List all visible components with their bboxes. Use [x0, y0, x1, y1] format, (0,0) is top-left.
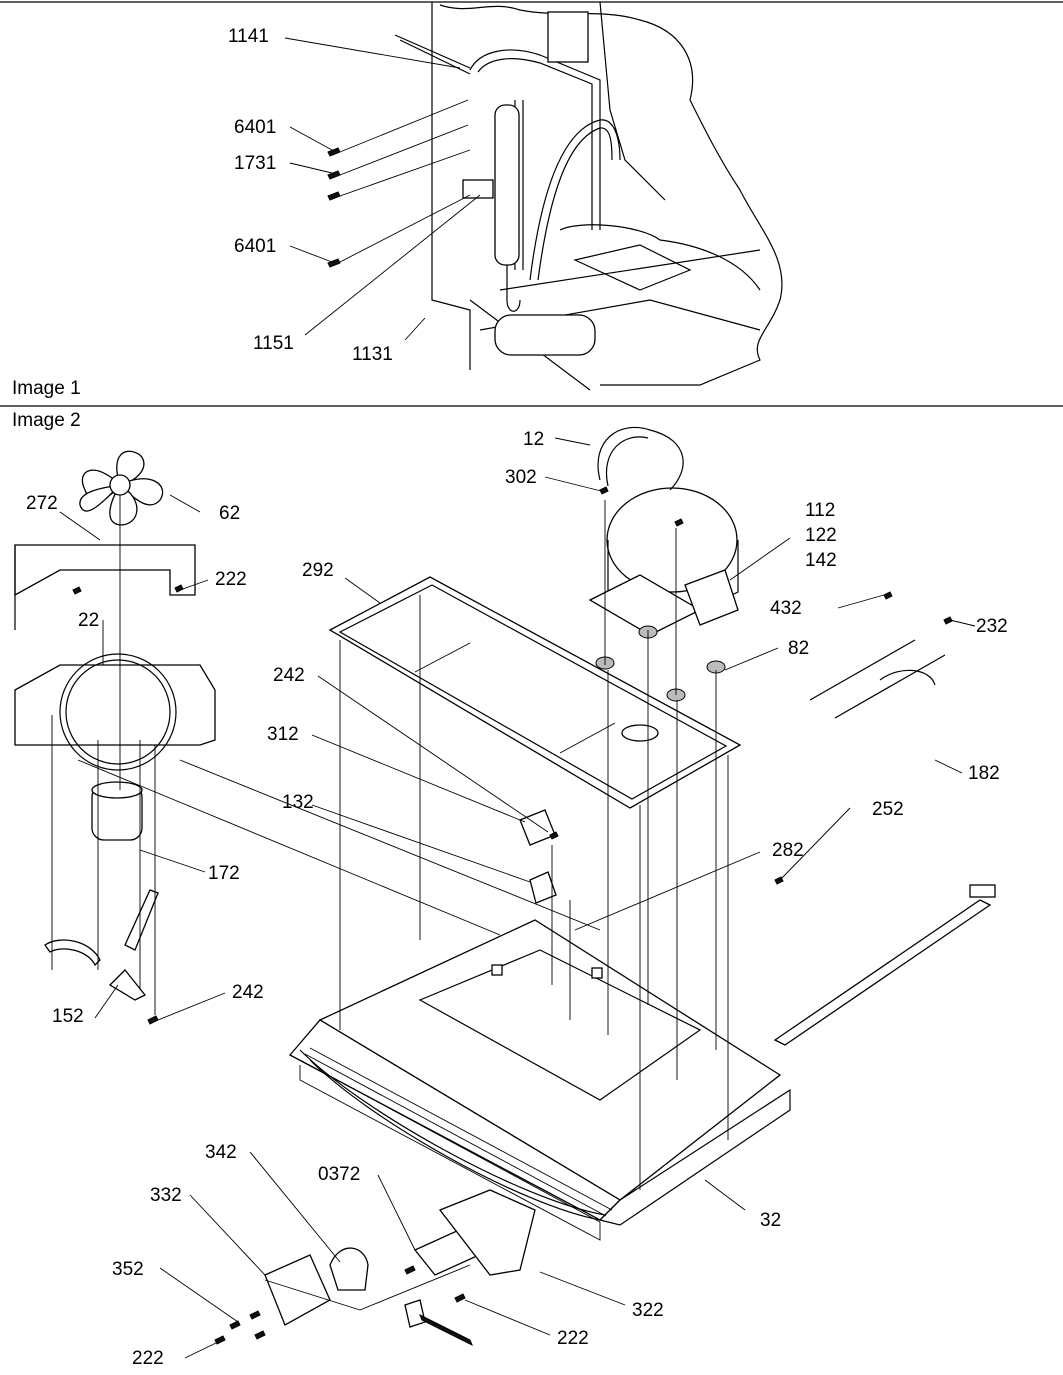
callout-322: 322: [632, 1300, 664, 1321]
callout-272: 272: [26, 493, 58, 514]
callout-312: 312: [267, 724, 299, 745]
callout-242: 242: [273, 665, 305, 686]
callout-62: 62: [219, 503, 240, 524]
panel-title-image-1: Image 1: [12, 378, 81, 399]
callout-252: 252: [872, 799, 904, 820]
condenser-coil-icon: [299, 1047, 613, 1241]
callout-1731: 1731: [234, 153, 276, 174]
screw-icon: [72, 486, 953, 1345]
callout-122: 122: [805, 525, 837, 546]
callout-1151: 1151: [253, 333, 294, 354]
callout-292: 292: [302, 560, 334, 581]
panel-title-image-2: Image 2: [12, 410, 81, 431]
callout-222-bottom: 222: [132, 1348, 164, 1369]
callout-1131: 1131: [352, 344, 393, 365]
fan-blade-icon: [79, 450, 164, 526]
callout-222: 222: [215, 569, 247, 590]
callout-22: 22: [78, 610, 99, 631]
callout-332: 332: [150, 1185, 182, 1206]
callout-432: 432: [770, 598, 802, 619]
callout-282: 282: [772, 840, 804, 861]
callout-6401: 6401: [234, 117, 276, 138]
image-2-assembly: [14, 426, 996, 1359]
callout-222-right: 222: [557, 1328, 589, 1349]
callout-302: 302: [505, 467, 537, 488]
callout-142: 142: [805, 550, 837, 571]
image-1-assembly: [0, 1, 1063, 391]
callout-1141: 1141: [228, 26, 269, 47]
callout-182: 182: [968, 763, 1000, 784]
callout-232: 232: [976, 616, 1008, 637]
callout-352: 352: [112, 1259, 144, 1280]
callout-112: 112: [805, 500, 835, 521]
callout-6401-lower: 6401: [234, 236, 276, 257]
screw-icon: [327, 147, 341, 268]
callout-32: 32: [760, 1210, 781, 1231]
callout-342: 342: [205, 1142, 237, 1163]
callout-132: 132: [282, 792, 314, 813]
callout-0372: 0372: [318, 1164, 360, 1185]
callout-12: 12: [523, 429, 544, 450]
callout-242-lower: 242: [232, 982, 264, 1003]
callout-172: 172: [208, 863, 240, 884]
callout-152: 152: [52, 1006, 84, 1027]
callout-82: 82: [788, 638, 809, 659]
